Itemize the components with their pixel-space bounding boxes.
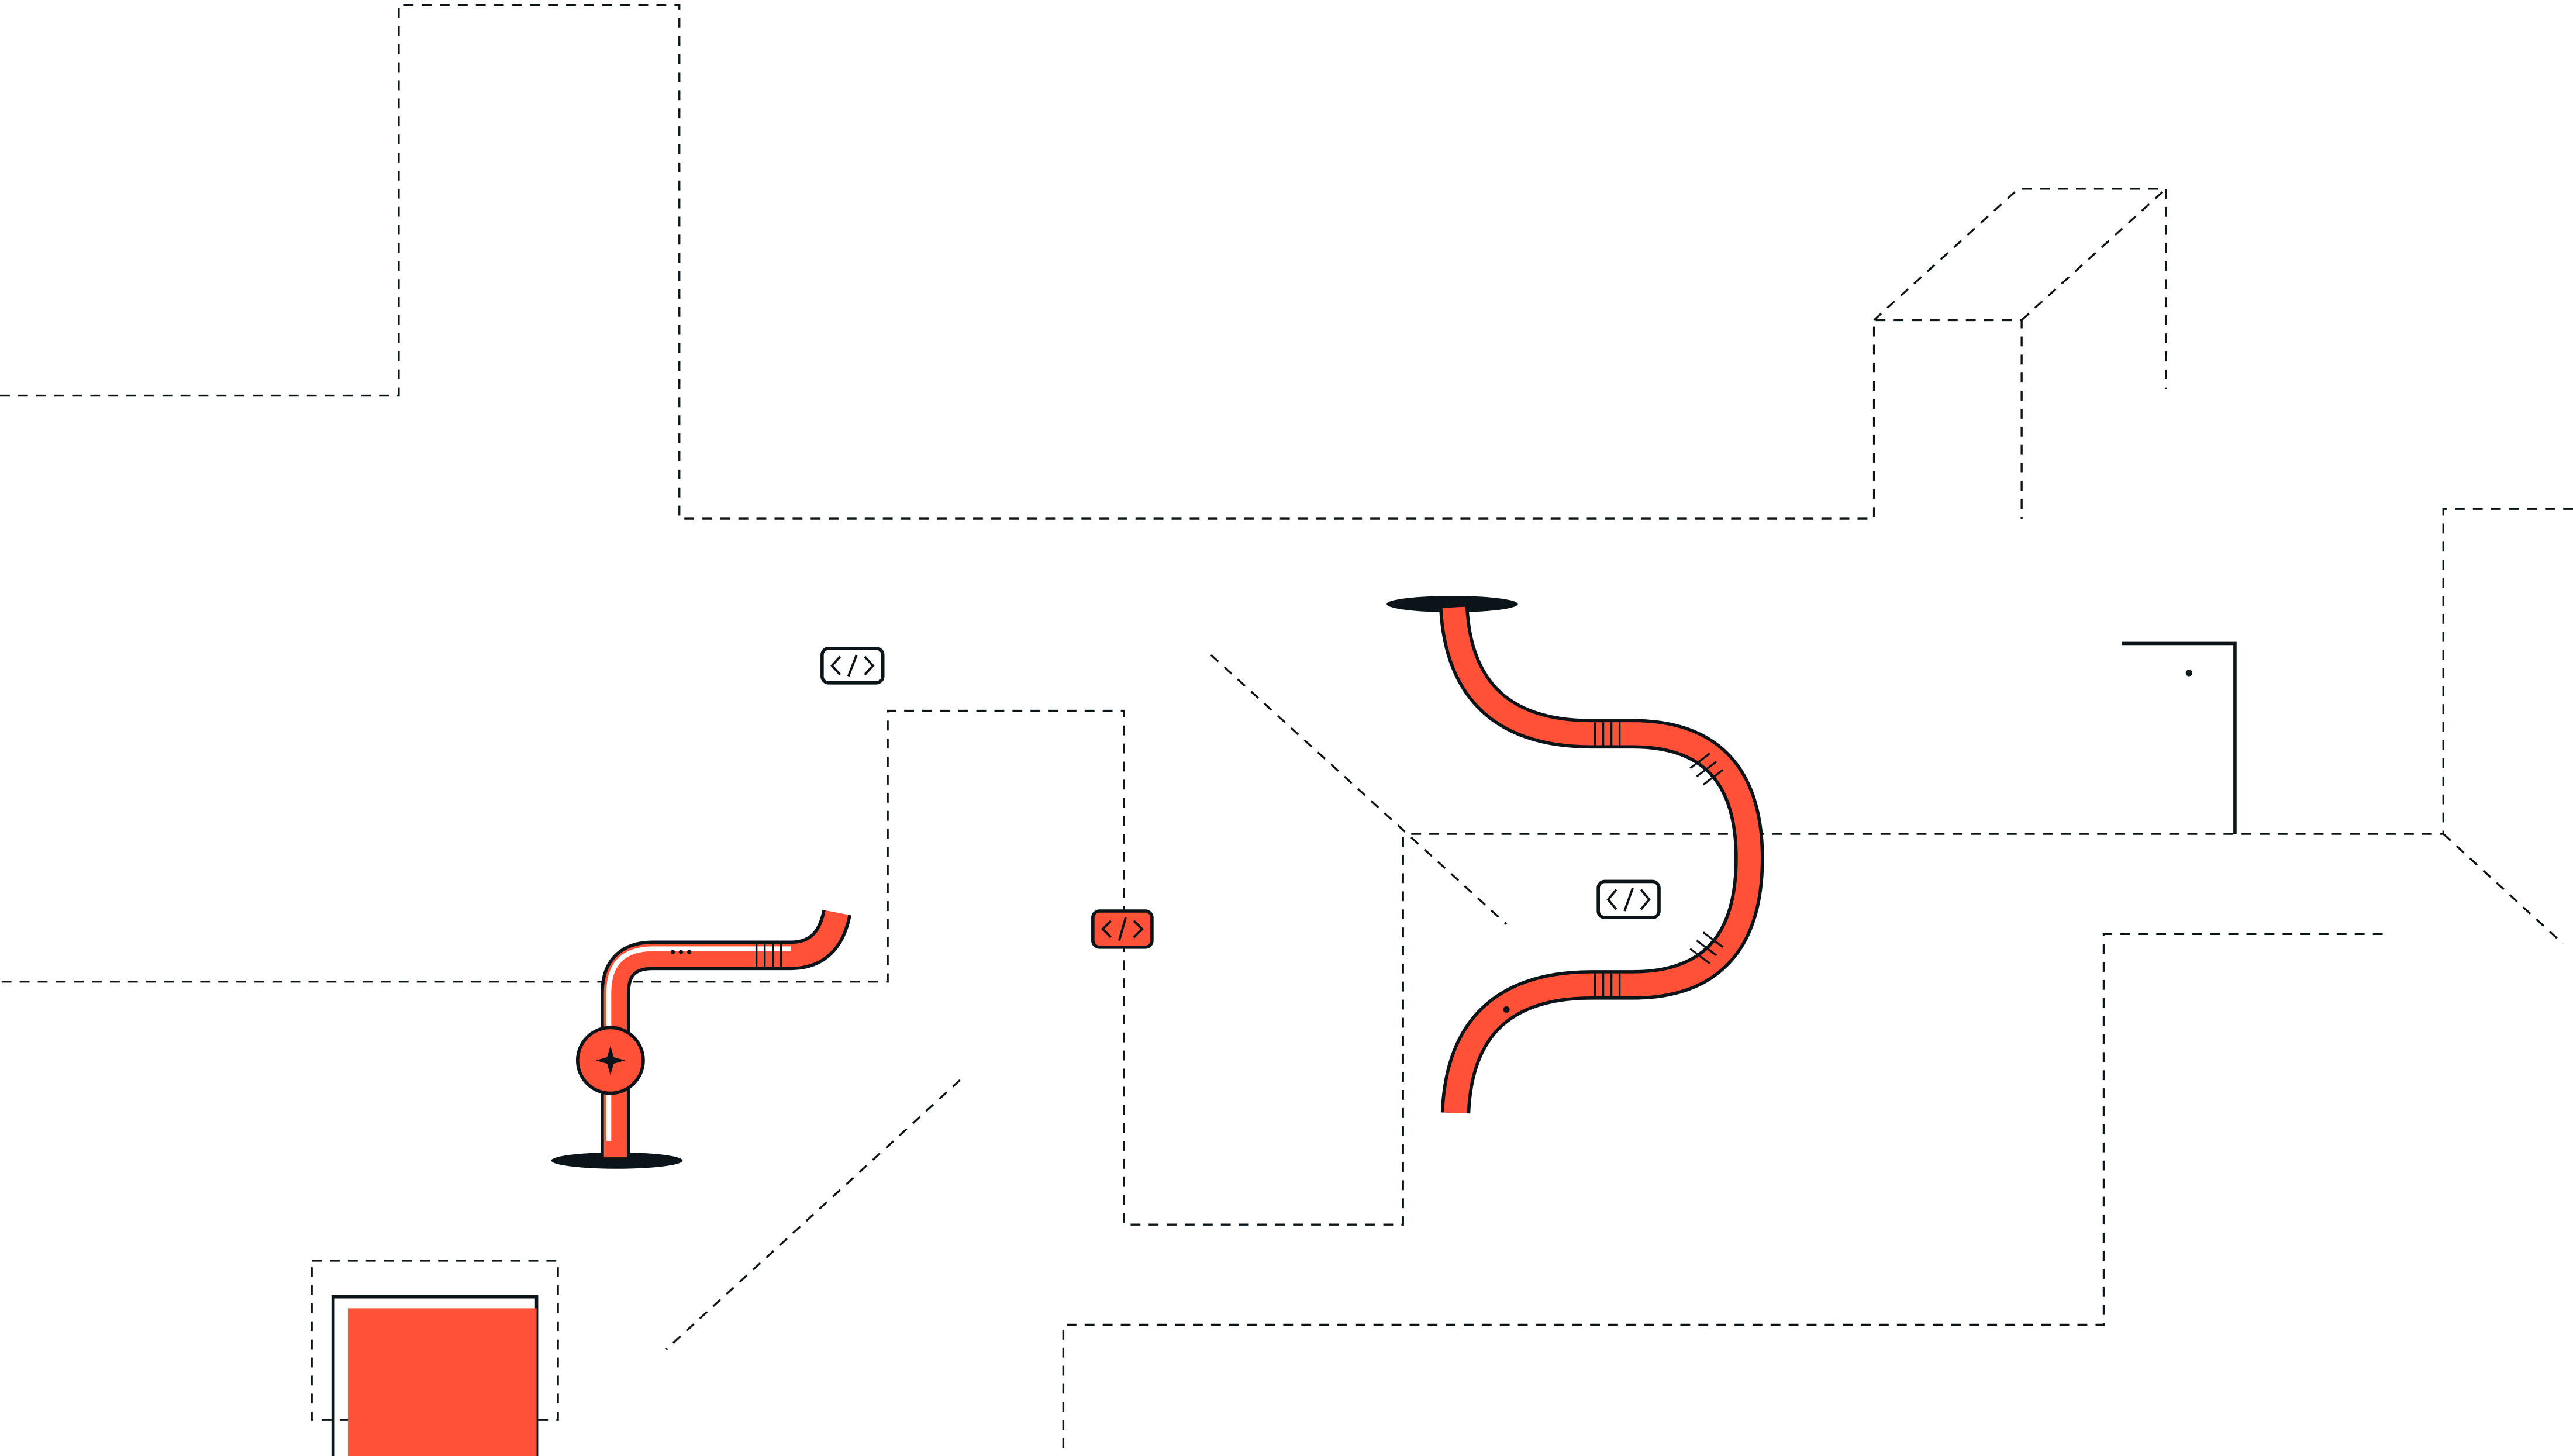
doorway <box>2122 641 2237 834</box>
valve-icon <box>575 1026 645 1095</box>
right-pipe <box>1386 596 1764 1114</box>
left-pipe <box>551 909 851 1169</box>
code-tag-icon <box>1596 879 1661 920</box>
dashed-outlines <box>0 4 2573 1456</box>
code-tag-icon <box>820 647 885 685</box>
code-tag-icon <box>1091 909 1154 949</box>
red-block <box>331 1295 539 1456</box>
